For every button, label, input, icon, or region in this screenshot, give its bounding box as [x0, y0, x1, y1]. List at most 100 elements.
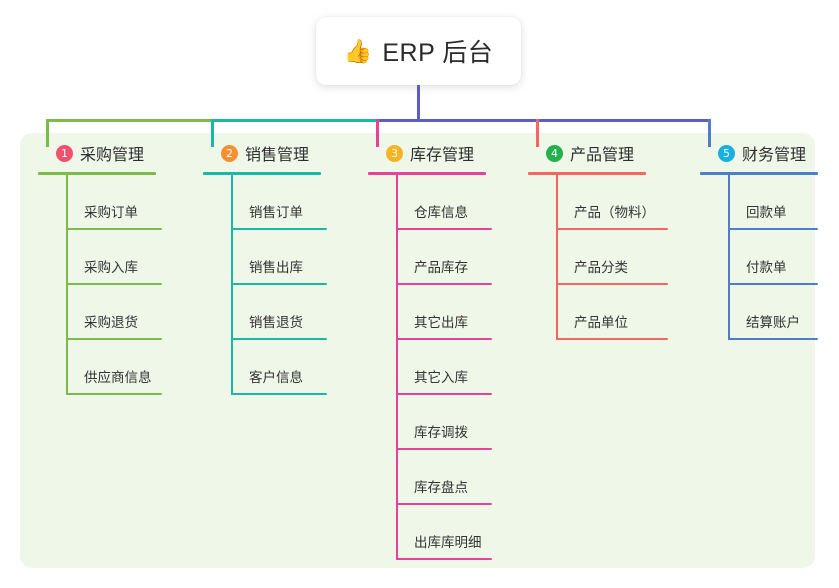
column-header-product[interactable]: 4 产品管理	[528, 140, 646, 166]
leaf-item[interactable]: 采购入库	[66, 230, 162, 285]
leaf-item[interactable]: 回款单	[728, 175, 818, 230]
leaf-item-label: 销售订单	[249, 205, 303, 220]
leaf-item-rule	[556, 283, 668, 285]
leaf-item-label: 采购退货	[84, 315, 138, 330]
leaf-item-rule	[728, 338, 818, 340]
leaf-item-rule	[66, 338, 162, 340]
leaf-item-label: 客户信息	[249, 370, 303, 385]
leaf-item[interactable]: 采购退货	[66, 285, 162, 340]
leaf-item-rule	[396, 228, 492, 230]
column-badge-sales: 2	[221, 144, 238, 162]
column-product: 4 产品管理产品（物料） 产品分类产品单位	[528, 140, 668, 340]
leaf-item-rule	[396, 393, 492, 395]
leaf-list-finance: 回款单付款单结算账户	[728, 175, 818, 340]
leaf-item-label: 回款单	[746, 205, 787, 220]
leaf-item[interactable]: 销售订单	[231, 175, 327, 230]
leaf-item[interactable]: 产品分类	[556, 230, 668, 285]
leaf-item-rule	[396, 558, 492, 560]
column-header-purchase[interactable]: 1 采购管理	[38, 140, 156, 166]
leaf-item-label: 出库库明细	[414, 535, 482, 550]
column-header-sales[interactable]: 2 销售管理	[203, 140, 321, 166]
column-title-sales: 销售管理	[245, 147, 310, 164]
column-badge-inventory: 3	[386, 144, 403, 162]
connector-trunk	[417, 85, 420, 122]
leaf-list-purchase: 采购订单采购入库采购退货供应商信息	[66, 175, 162, 395]
segment-green	[46, 119, 213, 122]
leaf-item[interactable]: 库存盘点	[396, 450, 492, 505]
leaf-stem-sales	[231, 175, 233, 395]
leaf-item-label: 产品单位	[574, 315, 628, 330]
leaf-item[interactable]: 销售出库	[231, 230, 327, 285]
diagram-panel	[20, 133, 815, 568]
leaf-item-label: 销售出库	[249, 260, 303, 275]
leaf-item[interactable]: 付款单	[728, 230, 818, 285]
drop-sales	[211, 119, 214, 147]
leaf-item[interactable]: 客户信息	[231, 340, 327, 395]
column-title-inventory: 库存管理	[410, 147, 475, 164]
column-rule-sales	[203, 172, 321, 175]
leaf-item-rule	[396, 448, 492, 450]
leaf-list-sales: 销售订单销售出库销售退货客户信息	[231, 175, 327, 395]
leaf-item-label: 供应商信息	[84, 370, 152, 385]
drop-inventory	[376, 119, 379, 147]
leaf-item-rule	[728, 283, 818, 285]
leaf-item-label: 其它入库	[414, 370, 468, 385]
column-inventory: 3 库存管理仓库信息产品库存其它出库其它入库库存调拨库存盘点出库库明细	[368, 140, 492, 560]
column-sales: 2 销售管理销售订单销售出库销售退货客户信息	[203, 140, 327, 395]
leaf-item[interactable]: 其它出库	[396, 285, 492, 340]
leaf-item-label: 采购入库	[84, 260, 138, 275]
column-purchase: 1 采购管理采购订单采购入库采购退货供应商信息	[38, 140, 162, 395]
leaf-item-label: 其它出库	[414, 315, 468, 330]
segment-purple	[536, 119, 710, 122]
leaf-item[interactable]: 产品（物料）	[556, 175, 668, 230]
column-badge-purchase: 1	[56, 144, 73, 162]
column-rule-purchase	[38, 172, 156, 175]
leaf-item-rule	[231, 393, 327, 395]
leaf-item-label: 采购订单	[84, 205, 138, 220]
leaf-item-label: 仓库信息	[414, 205, 468, 220]
leaf-stem-finance	[728, 175, 730, 340]
column-badge-finance: 5	[718, 144, 735, 162]
column-rule-inventory	[368, 172, 486, 175]
leaf-item[interactable]: 出库库明细	[396, 505, 492, 560]
column-badge-product: 4	[546, 144, 563, 162]
leaf-item-label: 销售退货	[249, 315, 303, 330]
leaf-item-label: 产品（物料）	[574, 205, 655, 220]
column-title-product: 产品管理	[570, 147, 635, 164]
leaf-item[interactable]: 仓库信息	[396, 175, 492, 230]
leaf-item-label: 结算账户	[746, 315, 800, 330]
leaf-item[interactable]: 销售退货	[231, 285, 327, 340]
root-node-card[interactable]: 👍 ERP 后台	[316, 17, 521, 85]
leaf-item-label: 付款单	[746, 260, 787, 275]
leaf-stem-product	[556, 175, 558, 340]
leaf-item[interactable]: 产品库存	[396, 230, 492, 285]
leaf-item[interactable]: 供应商信息	[66, 340, 162, 395]
leaf-item-rule	[396, 283, 492, 285]
leaf-item[interactable]: 结算账户	[728, 285, 818, 340]
leaf-item-rule	[231, 228, 327, 230]
column-header-inventory[interactable]: 3 库存管理	[368, 140, 486, 166]
root-node-title: ERP 后台	[382, 39, 494, 67]
leaf-item-rule	[396, 338, 492, 340]
leaf-item[interactable]: 采购订单	[66, 175, 162, 230]
thumbs-up-icon: 👍	[343, 37, 373, 64]
leaf-item-label: 产品库存	[414, 260, 468, 275]
column-rule-product	[528, 172, 646, 175]
leaf-list-product: 产品（物料） 产品分类产品单位	[556, 175, 668, 340]
drop-finance	[708, 119, 711, 147]
leaf-stem-purchase	[66, 175, 68, 395]
leaf-item-rule	[66, 393, 162, 395]
leaf-item[interactable]: 产品单位	[556, 285, 668, 340]
leaf-item-label: 库存盘点	[414, 480, 468, 495]
leaf-stem-inventory	[396, 175, 398, 560]
drop-product	[536, 119, 539, 147]
leaf-item-rule	[556, 338, 668, 340]
column-title-purchase: 采购管理	[80, 147, 145, 164]
leaf-item-rule	[66, 228, 162, 230]
leaf-item-label: 库存调拨	[414, 425, 468, 440]
leaf-item-rule	[231, 338, 327, 340]
leaf-item[interactable]: 其它入库	[396, 340, 492, 395]
leaf-item[interactable]: 库存调拨	[396, 395, 492, 450]
